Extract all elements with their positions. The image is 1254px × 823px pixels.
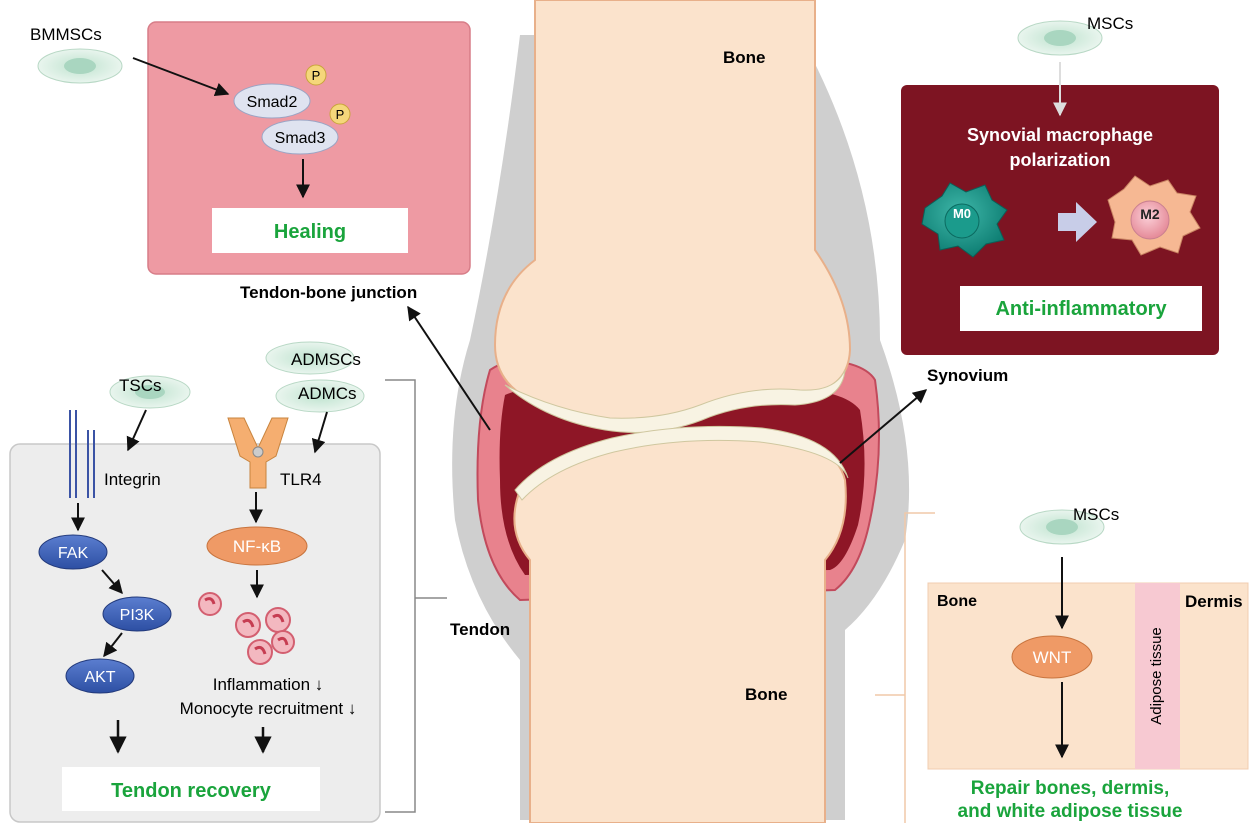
mscs-top-label: MSCs — [1087, 14, 1133, 33]
repair-line2: and white adipose tissue — [958, 801, 1183, 822]
smad3-label: Smad3 — [275, 130, 326, 147]
synovium-label: Synovium — [927, 366, 1008, 385]
bmmscs-label: BMMSCs — [30, 25, 102, 44]
m2-label: M2 — [1140, 206, 1160, 222]
phospho-label-smad3: P — [336, 107, 345, 122]
tscs-label: TSCs — [119, 376, 162, 395]
m0-label: M0 — [953, 206, 971, 221]
synovial-title-line1: Synovial macrophage — [967, 125, 1153, 145]
repair-line1: Repair bones, dermis, — [971, 778, 1170, 799]
tlr4-label: TLR4 — [280, 470, 322, 489]
joint-illustration: Bone Bone — [452, 0, 909, 823]
tendon-panel-bg — [10, 444, 380, 822]
tendon-bone-junction-label: Tendon-bone junction — [240, 283, 417, 302]
tendon-bracket — [385, 380, 447, 812]
integrin-label: Integrin — [104, 470, 161, 489]
monocyte-cell — [199, 593, 221, 615]
monocyte-cell — [248, 640, 272, 664]
akt-label: AKT — [84, 669, 115, 686]
monocyte-cell — [266, 608, 290, 632]
mscs-bottom-label: MSCs — [1073, 505, 1119, 524]
phospho-label-smad2: P — [312, 68, 321, 83]
admscs-label: ADMSCs — [291, 350, 361, 369]
tendon-label: Tendon — [450, 620, 510, 639]
nfkb-label: NF-κB — [233, 537, 281, 556]
bmmscs-nucleus — [64, 58, 96, 74]
healing-label: Healing — [274, 221, 346, 243]
bone-top-label: Bone — [723, 48, 766, 67]
fak-label: FAK — [58, 545, 89, 562]
healing-panel: Smad2 Smad3 P P Healing — [148, 22, 470, 274]
wnt-label: WNT — [1033, 648, 1072, 667]
lower-bone — [514, 429, 845, 823]
upper-bone — [495, 0, 850, 426]
monocyte-cell — [272, 631, 294, 653]
mscs-top-nucleus — [1044, 30, 1076, 46]
synovial-title-line2: polarization — [1009, 150, 1110, 170]
inset-bone-label: Bone — [937, 593, 977, 610]
monocyte-label: Monocyte recruitment ↓ — [180, 699, 357, 718]
synovial-panel: Synovial macrophage polarization M0 M2 A… — [901, 62, 1219, 355]
bone-bottom-label: Bone — [745, 685, 788, 704]
anti-inflammatory-label: Anti-inflammatory — [995, 298, 1167, 320]
monocyte-cell — [236, 613, 260, 637]
tlr4-ligand — [253, 447, 263, 457]
admcs-label: ADMCs — [298, 384, 357, 403]
pi3k-label: PI3K — [120, 607, 155, 624]
inflammation-label: Inflammation ↓ — [213, 675, 324, 694]
adipose-label: Adipose tissue — [1148, 627, 1165, 725]
smad2-label: Smad2 — [247, 94, 298, 111]
dermis-label: Dermis — [1185, 592, 1243, 611]
tendon-recovery-label: Tendon recovery — [111, 780, 272, 802]
